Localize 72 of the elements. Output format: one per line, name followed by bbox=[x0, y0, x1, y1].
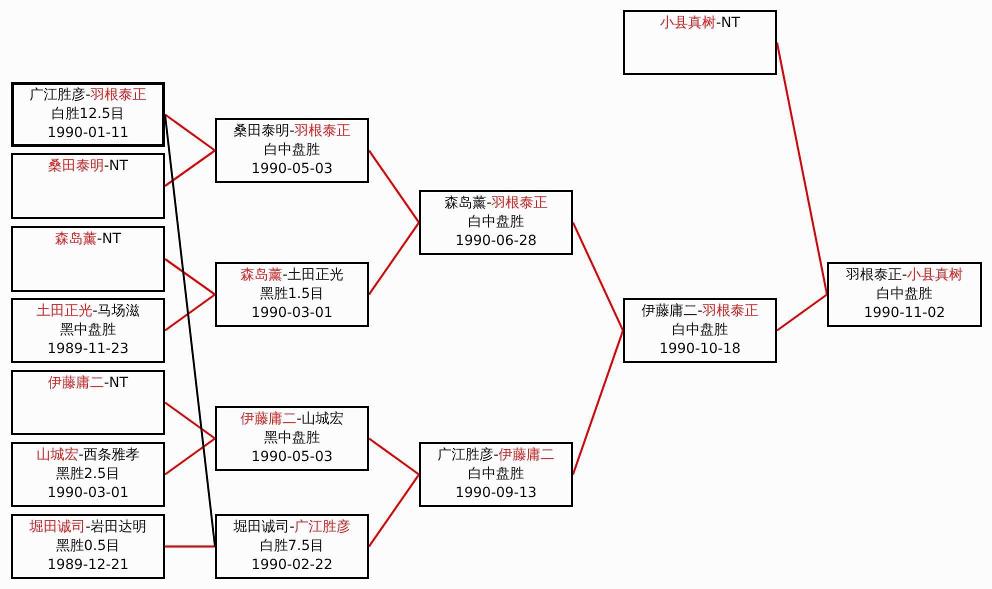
game-date: 1989-11-23 bbox=[47, 340, 129, 359]
player-names: 森岛薰-羽根泰正 bbox=[444, 194, 548, 213]
player-names: 桑田泰明-羽根泰正 bbox=[233, 122, 351, 141]
game-result: 白胜12.5目 bbox=[51, 105, 125, 124]
game-result: 白中盘胜 bbox=[264, 141, 320, 160]
game-date: 1990-01-11 bbox=[47, 124, 129, 143]
player-names: 小县真树-NT bbox=[660, 14, 740, 33]
match-box bbox=[623, 10, 777, 75]
player-names: 桑田泰明-NT bbox=[48, 157, 128, 176]
player-names: 山城宏-西条雅孝 bbox=[36, 446, 140, 465]
match-box bbox=[419, 190, 573, 255]
game-date: 1990-10-18 bbox=[659, 340, 741, 359]
game-result: 白胜7.5目 bbox=[260, 537, 324, 556]
game-result: 黑中盘胜 bbox=[264, 429, 320, 448]
bracket-line bbox=[572, 222, 624, 331]
match-box bbox=[215, 406, 369, 471]
bracket-line bbox=[164, 258, 216, 296]
player-names: 伊藤庸二-NT bbox=[48, 374, 128, 393]
bracket-line bbox=[368, 150, 420, 224]
game-result: 黑中盘胜 bbox=[60, 321, 116, 340]
game-result: 白中盘胜 bbox=[876, 285, 932, 304]
match-box bbox=[11, 370, 165, 435]
match-box bbox=[11, 82, 165, 147]
game-result: 黑胜2.5目 bbox=[56, 465, 120, 484]
game-date: 1990-02-22 bbox=[251, 556, 333, 575]
player-names: 森岛薰-NT bbox=[54, 230, 122, 249]
bracket-line bbox=[368, 474, 420, 548]
bracket-line bbox=[164, 150, 216, 187]
match-box bbox=[11, 442, 165, 507]
player-names: 堀田诚司-岩田达明 bbox=[29, 518, 147, 537]
bracket-line bbox=[572, 330, 624, 475]
game-result: 黑胜1.5目 bbox=[260, 285, 324, 304]
bracket-line bbox=[164, 402, 216, 440]
game-date: 1990-09-13 bbox=[455, 484, 537, 503]
player-names: 堀田诚司-广江胜彦 bbox=[233, 518, 351, 537]
player-names: 广江胜彦-羽根泰正 bbox=[29, 86, 147, 105]
game-date: 1990-11-02 bbox=[864, 304, 946, 323]
bracket-line bbox=[164, 114, 216, 547]
game-date: 1989-12-21 bbox=[47, 556, 129, 575]
match-box bbox=[11, 298, 165, 363]
game-date: 1990-05-03 bbox=[251, 448, 333, 467]
match-box bbox=[215, 514, 369, 579]
match-box bbox=[11, 514, 165, 579]
match-box bbox=[215, 262, 369, 327]
game-result: 白中盘胜 bbox=[672, 321, 728, 340]
match-box bbox=[827, 262, 982, 327]
game-result: 白中盘胜 bbox=[468, 465, 524, 484]
bracket-line bbox=[776, 294, 828, 332]
game-date: 1990-05-03 bbox=[251, 160, 333, 179]
bracket-line bbox=[164, 114, 216, 152]
match-box bbox=[11, 226, 165, 292]
player-names: 广江胜彦-伊藤庸二 bbox=[437, 446, 555, 465]
bracket-line bbox=[368, 438, 420, 476]
player-names: 森岛薰-土田正光 bbox=[240, 266, 344, 285]
match-box bbox=[419, 442, 573, 507]
match-box bbox=[623, 298, 777, 363]
game-date: 1990-03-01 bbox=[251, 304, 333, 323]
bracket-line bbox=[164, 438, 216, 476]
bracket-line bbox=[165, 546, 215, 548]
game-result: 黑胜0.5目 bbox=[56, 537, 120, 556]
match-box bbox=[11, 153, 165, 219]
bracket-line bbox=[164, 294, 216, 332]
game-date: 1990-03-01 bbox=[47, 484, 129, 503]
match-box bbox=[215, 118, 369, 183]
player-names: 羽根泰正-小县真树 bbox=[846, 266, 964, 285]
bracket-line bbox=[368, 222, 420, 296]
player-names: 伊藤庸二-羽根泰正 bbox=[641, 302, 759, 321]
game-date: 1990-06-28 bbox=[455, 232, 537, 251]
player-names: 伊藤庸二-山城宏 bbox=[240, 410, 344, 429]
player-names: 土田正光-马场滋 bbox=[36, 302, 140, 321]
bracket-line bbox=[776, 42, 828, 295]
game-result: 白中盘胜 bbox=[468, 213, 524, 232]
